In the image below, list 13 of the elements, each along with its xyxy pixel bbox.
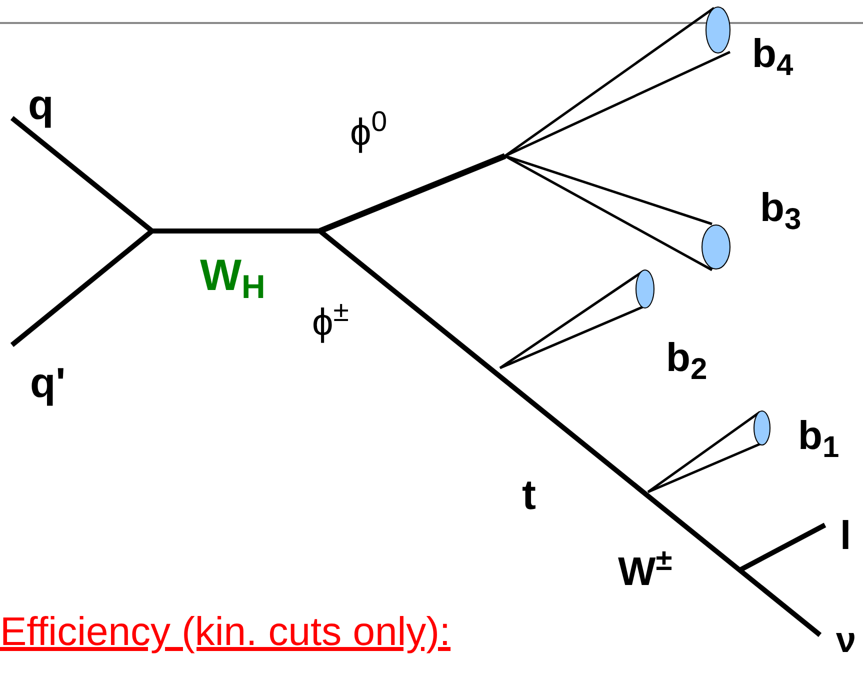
particle-label: ν [836,622,856,658]
particle-label: b$_{1}$ [798,416,840,456]
particle-label: t [522,474,536,516]
particle-label: W$_{H}$ [200,254,266,298]
particle-label: q [28,84,54,126]
particle-label: l [840,516,852,556]
particle-label: b$_{4}$ [752,34,794,74]
particle-label: W$^{±}$ [618,552,672,592]
particle-label: b$_{3}$ [760,188,802,228]
efficiency-heading: Efficiency (kin. cuts only): [0,612,451,652]
particle-label: b$_{2}$ [666,338,708,378]
particle-label: q' [30,362,66,404]
particle-label: ϕ$^{±}$ [312,304,349,342]
